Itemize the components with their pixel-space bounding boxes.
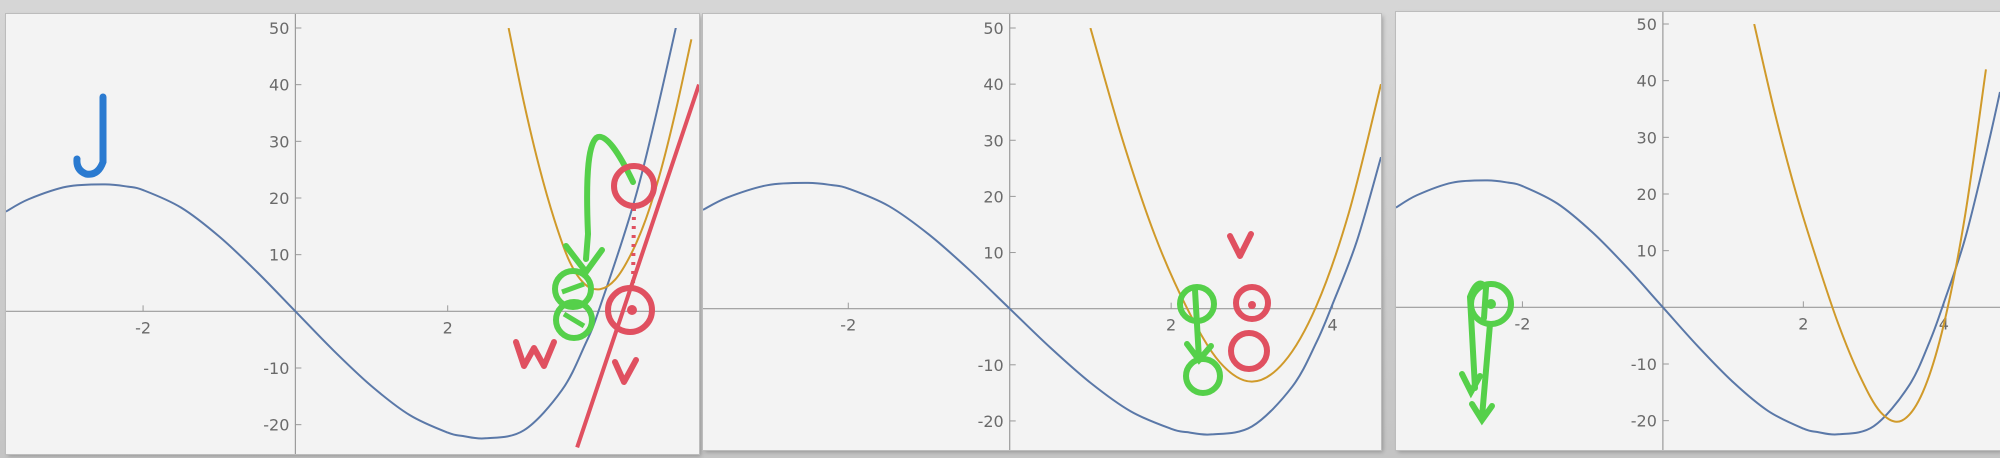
annotation-red-circle-bottom (605, 285, 655, 335)
annotation-red-circle-2 (1228, 330, 1270, 372)
y-tick-label: 20 (1637, 185, 1657, 204)
series-line-2 (1753, 24, 1987, 423)
annotation-green-arrow-2 (1479, 321, 1493, 420)
y-tick-label: 50 (983, 19, 1003, 38)
y-tick-label: -20 (1631, 412, 1657, 431)
x-tick-label: 4 (1327, 316, 1337, 335)
series-line-2 (1089, 28, 1381, 383)
annotation-red-circle-1 (1233, 284, 1271, 322)
annotation-red-dot (1248, 301, 1256, 309)
annotation-v-stroke (612, 357, 639, 385)
annotation-green-arrow (1192, 287, 1202, 362)
y-tick-label: 30 (983, 131, 1003, 150)
y-tick-label: -10 (978, 356, 1004, 375)
y-tick-label: 20 (983, 187, 1003, 206)
y-tick-label: 30 (269, 132, 289, 151)
x-tick-label: 2 (443, 318, 453, 337)
annotation-green-arrowhead-1 (1459, 371, 1483, 399)
x-tick-label: 2 (1166, 316, 1176, 335)
annotation-red-circle-top (611, 163, 657, 209)
y-tick-label: 20 (269, 189, 289, 208)
annotation-green-arrowhead (563, 243, 605, 278)
y-tick-label: 10 (983, 244, 1003, 263)
annotation-green-dot (1486, 299, 1496, 309)
series-line-3 (575, 84, 699, 448)
y-tick-label: -20 (263, 416, 289, 435)
series-line-2 (507, 28, 693, 291)
y-tick-label: 30 (1637, 128, 1657, 147)
series-line-1 (6, 28, 677, 440)
y-tick-label: -10 (263, 359, 289, 378)
x-tick-label: -2 (840, 316, 856, 335)
y-tick-label: -20 (978, 412, 1004, 431)
y-tick-label: 10 (1637, 242, 1657, 261)
series-line-1 (703, 156, 1381, 436)
annotation-green-arrow (583, 133, 636, 262)
annotation-green-circle-1 (552, 268, 594, 310)
x-tick-label: -2 (135, 318, 151, 337)
y-tick-label: 40 (983, 75, 1003, 94)
annotation-green-scribble (561, 281, 586, 329)
annotation-v-stroke (1227, 231, 1254, 259)
series-line-1 (1396, 91, 2000, 436)
annotation-j-label: J (71, 113, 73, 115)
annotation-green-arrowhead-2 (1469, 401, 1495, 426)
annotation-w-stroke (513, 339, 557, 369)
annotation-red-dotted-line (631, 207, 636, 287)
y-tick-label: 40 (1637, 72, 1657, 91)
annotation-j-stroke (73, 93, 107, 178)
y-tick-label: 40 (269, 76, 289, 95)
annotation-red-dot (627, 305, 637, 315)
x-tick-label: -2 (1514, 314, 1530, 333)
y-tick-label: 50 (1637, 15, 1657, 34)
annotation-green-circle-2 (1183, 356, 1223, 396)
y-tick-label: 10 (269, 246, 289, 265)
y-tick-label: 50 (269, 19, 289, 38)
y-tick-label: -10 (1631, 355, 1657, 374)
x-tick-label: 2 (1798, 314, 1808, 333)
annotation-green-circle-2 (553, 299, 595, 341)
